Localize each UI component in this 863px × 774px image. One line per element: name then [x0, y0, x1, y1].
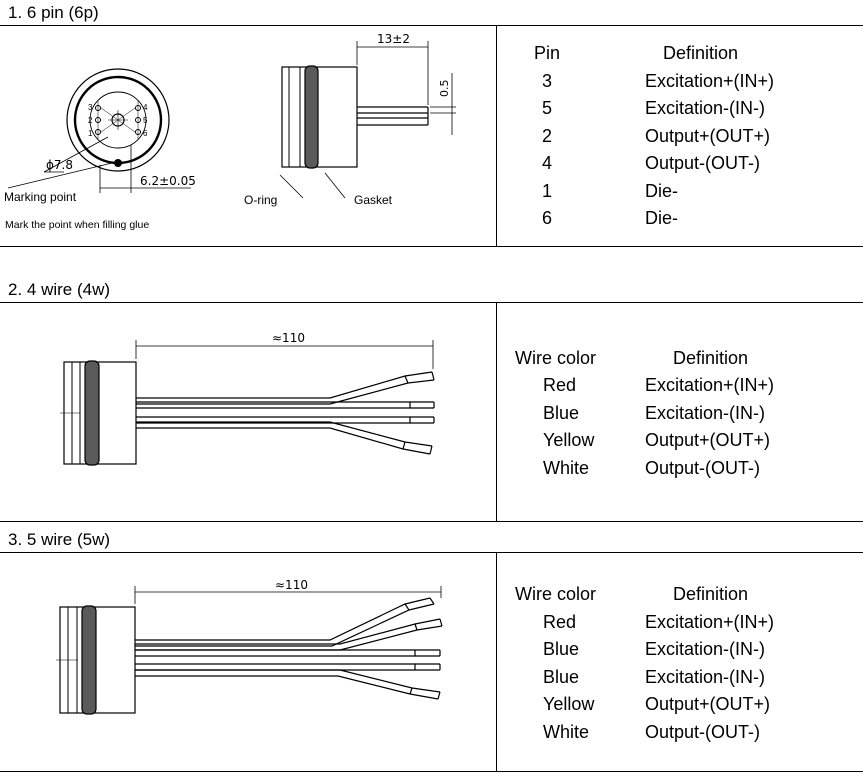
side-view [281, 65, 429, 169]
divider-1-top [0, 25, 863, 26]
wires [136, 371, 435, 455]
column-divider-3 [496, 552, 497, 772]
section-1-title: 1. 6 pin (6p) [8, 3, 99, 22]
wire-definition: Output+(OUT+) [645, 430, 771, 450]
wire-color: White [543, 722, 590, 742]
wire-definition-table-4w: Wire color Definition Red Excitation+(IN… [500, 302, 860, 522]
wire-definition: Output+(OUT+) [645, 694, 771, 714]
pin-number: 5 [542, 98, 553, 118]
front-view [66, 68, 170, 172]
section-2-title: 2. 4 wire (4w) [8, 280, 111, 299]
wire-definition: Excitation-(IN-) [645, 639, 766, 659]
wire-definition: Output-(OUT-) [645, 722, 761, 742]
pin-label: 1 [88, 129, 93, 138]
wire-color: Red [543, 612, 577, 632]
definition-column-header: Definition [673, 348, 749, 368]
wire-definition: Excitation+(IN+) [645, 375, 775, 395]
divider-2-top [0, 302, 863, 303]
wire-color-column-header: Wire color [515, 348, 597, 368]
pin-label: 6 [143, 129, 148, 138]
wire-color: White [543, 458, 590, 478]
marking-point-label: Marking point [4, 190, 77, 204]
pin-definition: Output-(OUT-) [645, 153, 761, 173]
section-3-title: 3. 5 wire (5w) [8, 530, 111, 549]
wire-color: Yellow [543, 430, 595, 450]
length-dimension: ≈110 [275, 578, 308, 592]
length-dimension-line [135, 340, 434, 369]
divider-1-bottom [0, 246, 863, 247]
divider-3-bottom [0, 771, 863, 772]
column-divider-2 [496, 302, 497, 522]
wire-definition: Excitation-(IN-) [645, 403, 766, 423]
pin-label: 4 [143, 103, 148, 112]
wire-definition: Excitation-(IN-) [645, 667, 766, 687]
pin-label: 2 [88, 116, 93, 125]
pin-number: 3 [542, 71, 553, 91]
offset-dimension: 6.2±0.05 [140, 174, 196, 188]
pin-number: 6 [542, 208, 553, 228]
pin-definition-table: Pin Definition 3 Excitation+(IN+) 5 Exci… [500, 25, 860, 247]
length-dimension-line [134, 586, 442, 604]
divider-2-bottom [0, 521, 863, 522]
pin-label: 5 [143, 116, 148, 125]
front-dimension-lines [7, 136, 191, 193]
pin-number: 2 [542, 126, 553, 146]
sensor-body [60, 360, 137, 466]
wire-definition: Output-(OUT-) [645, 458, 761, 478]
wire-color: Blue [543, 403, 580, 423]
wires [135, 597, 443, 700]
wire-definition: Excitation+(IN+) [645, 612, 775, 632]
five-wire-diagram: ≈110 [56, 578, 443, 715]
length-dimension: ≈110 [272, 331, 305, 345]
divider-3-top [0, 552, 863, 553]
column-divider-1 [496, 25, 497, 247]
sensor-body [56, 605, 136, 715]
oring-label: O-ring [244, 193, 277, 207]
pin-column-header: Pin [534, 43, 561, 63]
four-wire-diagram: ≈110 [60, 331, 435, 466]
pin-definition: Output+(OUT+) [645, 126, 771, 146]
definition-column-header: Definition [673, 584, 749, 604]
mark-note-label: Mark the point when filling glue [5, 219, 149, 231]
pin-definition: Excitation+(IN+) [645, 71, 775, 91]
six-pin-diagram: 3 2 1 4 5 6 ϕ7.8 6.2±0.05 Marking point … [4, 32, 456, 231]
pin-number: 1 [542, 181, 553, 201]
pin-dimension: 0.5 [438, 80, 451, 98]
side-dimension-lines [279, 41, 456, 199]
pin-definition: Excitation-(IN-) [645, 98, 766, 118]
wire-color: Red [543, 375, 577, 395]
pin-number: 4 [542, 153, 553, 173]
wire-color: Yellow [543, 694, 595, 714]
pin-definition: Die- [645, 208, 679, 228]
width-dimension: 13±2 [377, 32, 410, 46]
gasket-label: Gasket [354, 193, 393, 207]
pin-label: 3 [88, 103, 93, 112]
definition-column-header: Definition [663, 43, 739, 63]
pin-definition: Die- [645, 181, 679, 201]
wire-color: Blue [543, 639, 580, 659]
wire-definition-table-5w: Wire color Definition Red Excitation+(IN… [500, 552, 860, 772]
wire-color: Blue [543, 667, 580, 687]
wire-color-column-header: Wire color [515, 584, 597, 604]
diameter-dimension: ϕ7.8 [46, 158, 73, 172]
pin-number-labels: 3 2 1 4 5 6 [88, 103, 148, 138]
